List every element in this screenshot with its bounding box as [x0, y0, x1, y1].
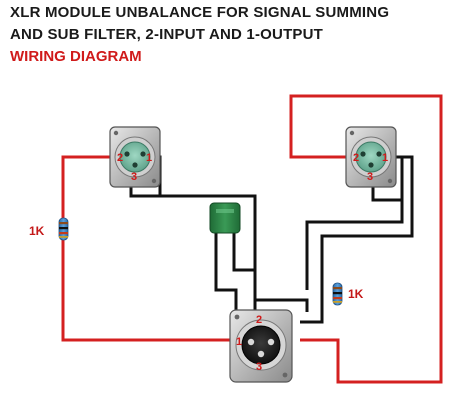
capacitor-lead-left	[214, 232, 238, 312]
diagram-subtitle: WIRING DIAGRAM	[10, 48, 142, 65]
diagram-title-line-2: AND SUB FILTER, 2-INPUT AND 1-OUTPUT	[10, 26, 324, 43]
diagram-title-line-1: XLR MODULE UNBALANCE FOR SIGNAL SUMMING	[10, 4, 390, 21]
output-pin-1-label: 1	[236, 336, 242, 348]
capacitor-lead-right	[232, 232, 255, 272]
input-right-xlr-female-connector	[345, 126, 397, 188]
input-left-pin-3-label: 3	[131, 171, 137, 183]
resistor-right	[332, 282, 343, 306]
resistor-right-label: 1K	[348, 287, 364, 301]
input-right-pin-1-label: 1	[382, 152, 388, 164]
signal-wire-left	[61, 155, 236, 342]
output-xlr-male-connector	[229, 309, 293, 383]
input-right-pin-2-label: 2	[353, 152, 359, 164]
input-left-xlr-female-connector	[109, 126, 161, 188]
signal-wire-right-loop	[289, 94, 443, 384]
output-pin-2-label: 2	[256, 314, 262, 326]
ground-wire-left-run	[160, 194, 257, 300]
input-right-pin-3-label: 3	[367, 171, 373, 183]
capacitor	[209, 202, 241, 234]
resistor-left	[58, 217, 69, 241]
output-pin-3-label: 3	[256, 361, 262, 373]
input-left-pin-1-label: 1	[146, 152, 152, 164]
resistor-left-label: 1K	[29, 224, 45, 238]
input-left-pin-2-label: 2	[117, 152, 123, 164]
ground-wire-right-run	[305, 200, 404, 290]
ground-wire-right-branch	[300, 155, 414, 324]
